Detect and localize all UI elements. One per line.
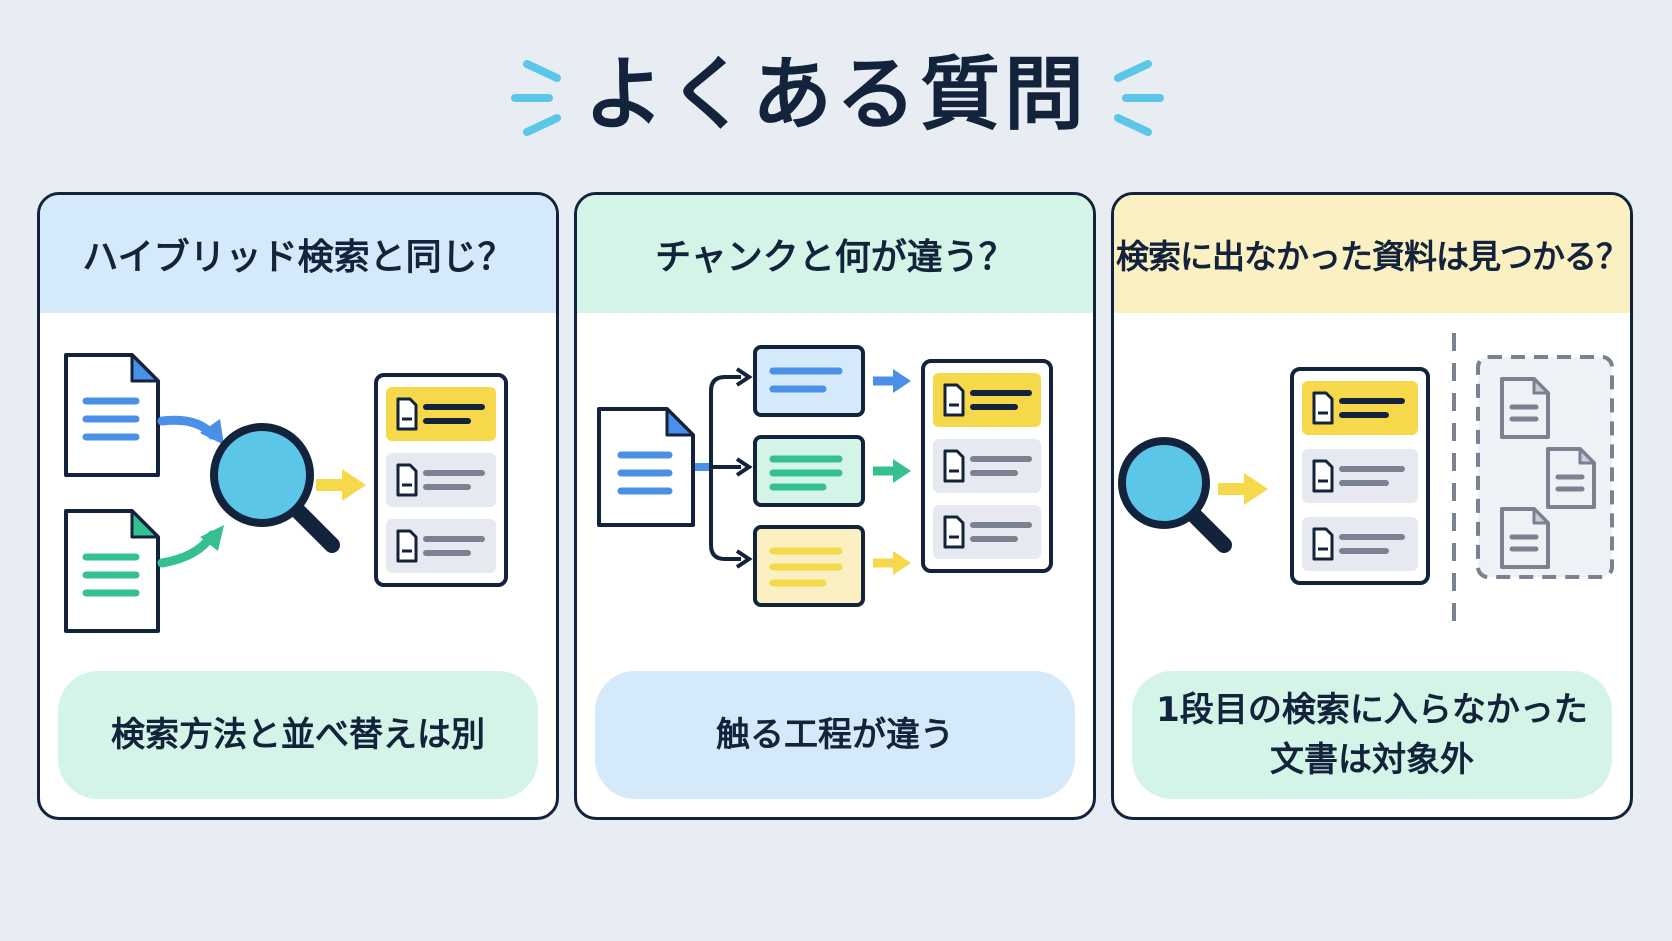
chunk-process-illustration bbox=[597, 345, 1053, 607]
faq-card-missing-docs: 検索に出なかった資料は見つかる？ bbox=[1111, 192, 1633, 820]
document-icon bbox=[64, 353, 160, 477]
ranked-results-list bbox=[374, 373, 508, 587]
chunk-block bbox=[753, 525, 865, 607]
faq-card-hybrid: ハイブリッド検索と同じ？ bbox=[37, 192, 559, 820]
ranked-results-list bbox=[1290, 367, 1430, 585]
arrow-icon bbox=[893, 551, 911, 575]
arrow-icon bbox=[1244, 473, 1268, 505]
faq-card-chunk: チャンクと何が違う？ bbox=[574, 192, 1096, 820]
card-answer-line: 1段目の検索に入らなかった bbox=[1156, 690, 1588, 730]
excluded-document-icon bbox=[1500, 377, 1550, 439]
sparkle-left-icon bbox=[511, 60, 561, 136]
card-answer: 検索方法と並べ替えは別 bbox=[58, 671, 538, 799]
arrow-icon bbox=[200, 419, 224, 445]
hybrid-search-illustration bbox=[64, 353, 508, 633]
page-title: よくある質問 bbox=[584, 48, 1088, 141]
chunk-block bbox=[753, 435, 865, 507]
arrow-icon bbox=[893, 369, 911, 393]
document-icon bbox=[597, 407, 695, 527]
card-question: 検索に出なかった資料は見つかる？ bbox=[1114, 195, 1630, 313]
title-area: よくある質問 bbox=[0, 40, 1672, 150]
excluded-document-icon bbox=[1500, 507, 1550, 569]
card-question: ハイブリッド検索と同じ？ bbox=[40, 195, 556, 313]
arrow-icon bbox=[893, 459, 911, 483]
ranked-results-list bbox=[921, 359, 1053, 573]
magnifier-icon bbox=[1118, 437, 1232, 553]
card-answer-line: 文書は対象外 bbox=[1270, 740, 1474, 780]
sparkle-right-icon bbox=[1114, 60, 1164, 136]
arrow-icon bbox=[200, 525, 224, 551]
document-icon bbox=[64, 509, 160, 633]
arrow-icon bbox=[342, 469, 366, 501]
card-answer: 1段目の検索に入らなかった 文書は対象外 bbox=[1132, 671, 1612, 799]
card-question: チャンクと何が違う？ bbox=[577, 195, 1093, 313]
first-stage-filter-illustration bbox=[1118, 333, 1614, 633]
chunk-block bbox=[753, 345, 865, 417]
card-answer: 触る工程が違う bbox=[595, 671, 1075, 799]
magnifier-icon bbox=[210, 423, 340, 553]
excluded-document-icon bbox=[1546, 447, 1596, 509]
